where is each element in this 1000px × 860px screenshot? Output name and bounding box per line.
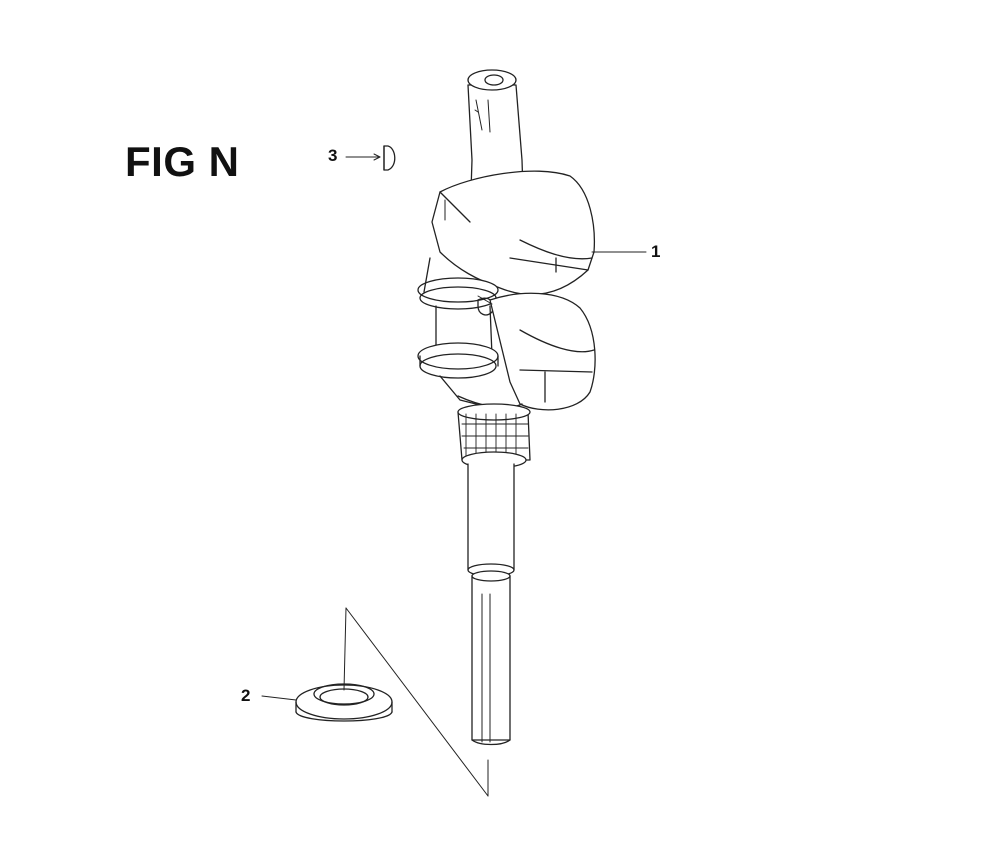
leader-lines [262,154,646,796]
callout-2-label: 2 [241,686,251,705]
oil-seal-part [296,684,392,721]
figure-title: FIG N [125,138,240,185]
callout-3-label: 3 [328,146,338,165]
crankshaft-part [418,70,595,745]
woodruff-key-part [384,146,395,170]
callout-1-label: 1 [651,242,661,261]
